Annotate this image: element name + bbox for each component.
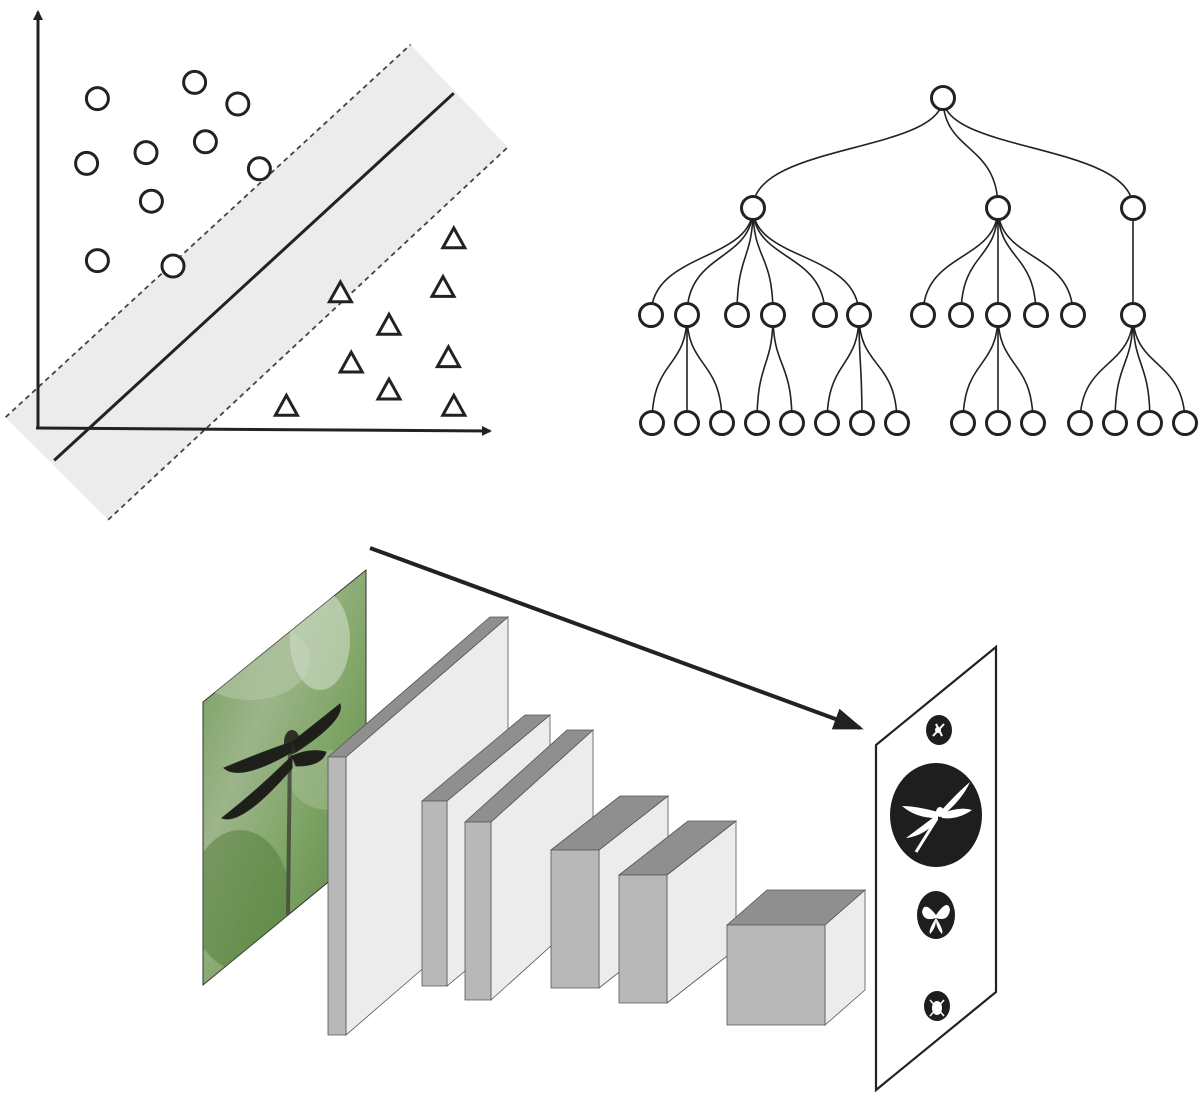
nn-layer-block <box>725 889 867 1026</box>
svm-class-b-point <box>440 392 468 417</box>
tree-node <box>1023 302 1049 328</box>
svm-decision-boundary <box>53 92 455 462</box>
tree-edge <box>826 314 860 424</box>
tree-node <box>724 302 750 328</box>
tree-edge <box>942 97 1134 209</box>
svm-class-b-point <box>272 392 300 417</box>
dragonfly-icon <box>221 703 341 916</box>
tree-leaf-node <box>639 410 665 436</box>
tree-node <box>948 302 974 328</box>
tree-node <box>812 302 838 328</box>
tree-edge <box>997 207 1037 316</box>
svm-x-axis <box>35 425 492 436</box>
tree-edge <box>736 207 754 316</box>
predicted-dragonfly-icon <box>890 763 982 867</box>
tree-leaf-node <box>1102 410 1128 436</box>
tree-node <box>674 302 700 328</box>
tree-edge <box>772 314 793 424</box>
nn-output-panel <box>874 644 998 1093</box>
tree-node <box>985 195 1011 221</box>
tree-root-node <box>930 85 956 111</box>
tree-edges <box>650 97 1186 424</box>
tree-edge <box>922 207 999 316</box>
tree-node <box>1120 195 1146 221</box>
tree-leaf-node <box>814 410 840 436</box>
tree-edge <box>756 314 774 424</box>
nn-layer-block <box>617 820 738 1004</box>
tree-leaf-node <box>779 410 805 436</box>
tree-edge <box>686 314 723 424</box>
tree-edge <box>650 207 754 316</box>
svm-class-b-point <box>375 376 403 401</box>
svm-class-b-point <box>337 349 365 374</box>
tree-edge <box>752 207 860 316</box>
tree-edge <box>1114 314 1134 424</box>
tree-node <box>1120 302 1146 328</box>
tree-node <box>846 302 872 328</box>
svm-class-b-point <box>434 343 462 369</box>
tree-edge <box>858 314 898 424</box>
tree-node <box>760 302 786 328</box>
tree-leaf-node <box>744 410 770 436</box>
tree-edge <box>858 314 863 424</box>
tree-node <box>638 302 664 328</box>
fly-icon <box>926 715 952 745</box>
tree-edge <box>686 207 754 316</box>
svm-class-a-point <box>246 156 272 182</box>
tree-node <box>740 195 766 221</box>
tree-edge <box>997 207 1074 316</box>
beetle-icon <box>924 991 950 1021</box>
tree-node <box>910 302 936 328</box>
tree-leaf-node <box>849 410 875 436</box>
tree-leaf-node <box>1020 410 1046 436</box>
tree-leaf-node <box>674 410 700 436</box>
svm-class-a-point <box>74 150 100 176</box>
tree-leaf-node <box>1172 410 1198 436</box>
tree-leaf-node <box>1067 410 1093 436</box>
svm-class-b-point <box>440 224 468 250</box>
tree-node <box>985 302 1011 328</box>
svm-class-a-point <box>225 91 251 117</box>
tree-leaf-node <box>1137 410 1163 436</box>
nn-layer-block <box>463 729 595 1001</box>
tree-edge <box>752 207 774 316</box>
tree-leaf-node <box>884 410 910 436</box>
svm-margin-band <box>5 44 508 520</box>
svm-panel <box>4 10 509 521</box>
svm-class-a-point <box>192 129 218 155</box>
tree-edge <box>651 314 688 424</box>
svm-class-a-point <box>160 253 186 279</box>
tree-edge <box>942 97 999 209</box>
tree-edge <box>960 207 999 316</box>
svm-class-b-point <box>375 311 403 336</box>
svm-class-b-point <box>429 273 457 298</box>
tree-edge <box>962 314 999 424</box>
decision-tree-panel <box>638 85 1198 436</box>
svm-margin-upper-line <box>4 43 412 418</box>
nn-flow-arrow <box>369 546 864 730</box>
svm-class-a-point <box>84 248 110 274</box>
tree-edge <box>1132 314 1186 424</box>
tree-edge <box>997 314 1034 424</box>
tree-leaf-node <box>709 410 735 436</box>
tree-edge <box>752 207 826 316</box>
svm-class-a-point <box>138 188 164 214</box>
neural-network-panel <box>202 546 998 1093</box>
tree-leaf-node <box>950 410 976 436</box>
tree-edge <box>1079 314 1134 424</box>
svm-class-a-point <box>84 86 110 112</box>
butterfly-icon <box>917 891 955 939</box>
svm-margin-lower-line <box>107 146 509 521</box>
svm-class-a-point <box>182 69 208 95</box>
svm-class-b-point <box>326 278 354 304</box>
svm-class-a-point <box>133 140 159 166</box>
tree-edge <box>1132 314 1151 424</box>
tree-leaf-node <box>985 410 1011 436</box>
tree-edge <box>752 97 944 209</box>
tree-node <box>1060 302 1086 328</box>
